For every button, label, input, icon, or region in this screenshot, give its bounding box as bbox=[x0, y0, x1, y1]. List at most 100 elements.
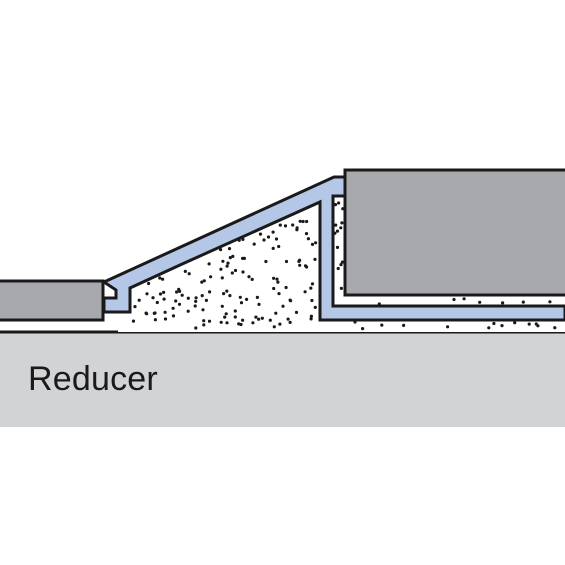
mortar-dot bbox=[153, 318, 157, 322]
mortar-dot bbox=[158, 276, 162, 280]
mortar-dot bbox=[487, 326, 491, 330]
mortar-dot bbox=[284, 285, 288, 290]
mortar-dot bbox=[161, 277, 165, 281]
mortar-dot bbox=[340, 221, 344, 225]
mortar-dot bbox=[163, 317, 168, 321]
mortar-dot bbox=[177, 302, 182, 306]
mortar-dot bbox=[255, 295, 259, 299]
mortar-dot bbox=[223, 315, 227, 319]
mortar-dot bbox=[278, 322, 282, 326]
mortar-dot bbox=[478, 300, 482, 304]
mortar-dot bbox=[204, 298, 208, 302]
mortar-dot bbox=[260, 316, 264, 320]
mortar-dot bbox=[230, 271, 234, 275]
mortar-dot bbox=[340, 260, 344, 264]
mortar-dot bbox=[313, 305, 317, 309]
mortar-dot bbox=[286, 317, 290, 321]
mortar-dot bbox=[225, 289, 229, 293]
mortar-dot bbox=[298, 258, 302, 262]
mortar-dot bbox=[304, 232, 309, 236]
mortar-dot bbox=[231, 254, 235, 258]
mortar-dot bbox=[186, 296, 190, 300]
mortar-dot bbox=[194, 299, 198, 303]
mortar-dot bbox=[553, 326, 557, 330]
mortar-dot bbox=[335, 245, 340, 249]
mortar-dot bbox=[163, 310, 167, 314]
mortar-dot bbox=[275, 277, 279, 281]
mortar-dot bbox=[288, 298, 292, 302]
mortar-dot bbox=[284, 259, 289, 264]
mortar-dot bbox=[309, 317, 313, 321]
mortar-dot bbox=[227, 247, 232, 251]
mortar-dot bbox=[301, 219, 305, 224]
mortar-dot bbox=[207, 319, 212, 323]
mortar-dot bbox=[201, 308, 205, 312]
mortar-dot bbox=[272, 325, 276, 329]
mortar-dot bbox=[309, 286, 313, 290]
mortar-dot bbox=[177, 287, 181, 291]
mortar-bed bbox=[118, 196, 565, 332]
mortar-dot bbox=[492, 321, 496, 326]
mortar-dot bbox=[268, 318, 272, 322]
mortar-dot bbox=[310, 282, 315, 286]
mortar-dot bbox=[228, 256, 232, 260]
mortar-dot bbox=[500, 324, 504, 328]
mortar-dot bbox=[254, 315, 258, 319]
mortar-dot bbox=[521, 300, 525, 304]
mortar-dot bbox=[133, 305, 137, 309]
mortar-dot bbox=[257, 317, 261, 321]
mortar-dot bbox=[245, 297, 249, 301]
mortar-dot bbox=[219, 248, 223, 252]
mortar-dot bbox=[277, 244, 281, 249]
mortar-dot bbox=[527, 322, 531, 326]
mortar-dot bbox=[271, 230, 275, 234]
mortar-dot bbox=[380, 323, 384, 327]
mortar-dot bbox=[250, 277, 254, 281]
mortar-dot bbox=[145, 292, 149, 296]
substrate-slab bbox=[0, 332, 565, 427]
mortar-dot bbox=[202, 323, 206, 327]
mortar-dot bbox=[309, 314, 313, 318]
mortar-dot bbox=[233, 309, 237, 313]
caption-label: Reducer bbox=[28, 360, 158, 398]
mortar-dot bbox=[239, 301, 244, 305]
mortar-dot bbox=[262, 238, 266, 242]
mortar-dot bbox=[226, 261, 230, 265]
high-tile bbox=[343, 168, 565, 297]
mortar-dot bbox=[276, 280, 280, 284]
mortar-dot bbox=[281, 304, 285, 308]
mortar-dot bbox=[155, 300, 159, 305]
mortar-dot bbox=[241, 256, 245, 260]
mortar-dot bbox=[200, 294, 204, 298]
mortar-dot bbox=[313, 257, 317, 261]
mortar-dot bbox=[501, 301, 505, 305]
mortar-dot bbox=[144, 311, 148, 315]
mortar-dot bbox=[162, 297, 166, 301]
mortar-dot bbox=[274, 237, 279, 241]
mortar-dot bbox=[277, 292, 281, 296]
mortar-dot bbox=[337, 201, 341, 205]
mortar-dot bbox=[193, 304, 197, 308]
mortar-dot bbox=[446, 325, 450, 329]
mortar-dot bbox=[222, 292, 226, 296]
mortar-dot bbox=[220, 304, 224, 308]
mortar-dot bbox=[272, 286, 276, 291]
mortar-dot bbox=[152, 311, 156, 315]
mortar-dot bbox=[283, 224, 288, 228]
mortar-dot bbox=[219, 267, 223, 271]
mortar-dot bbox=[202, 319, 206, 323]
mortar-dot bbox=[147, 281, 151, 286]
mortar-dot bbox=[233, 315, 237, 319]
mortar-dot bbox=[303, 264, 308, 268]
mortar-dot bbox=[272, 276, 276, 280]
mortar-dot bbox=[339, 226, 343, 230]
mortar-dot bbox=[194, 296, 198, 300]
mortar-dot bbox=[208, 290, 212, 294]
mortar-dot bbox=[295, 226, 299, 230]
mortar-dot bbox=[171, 314, 176, 318]
mortar-dot bbox=[294, 310, 299, 314]
mortar-dot bbox=[271, 246, 275, 250]
mortar-dot bbox=[288, 320, 292, 324]
mortar-dot bbox=[228, 294, 232, 298]
mortar-dot bbox=[266, 235, 271, 239]
